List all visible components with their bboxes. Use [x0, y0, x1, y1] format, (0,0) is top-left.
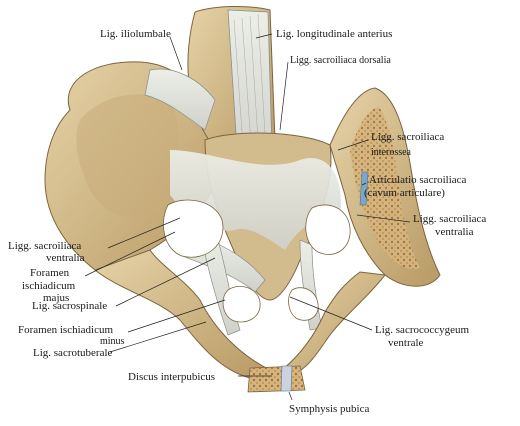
label-foramen-majus-2: ischiadicum — [22, 280, 76, 292]
label-ligg-sacroiliaca-dorsalia: Ligg. sacroiliaca dorsalia — [290, 55, 391, 66]
label-foramen-minus-2: minus — [100, 336, 125, 347]
left-ilium-shadow — [76, 94, 179, 218]
articular-cavity — [359, 171, 369, 206]
label-foramen-minus-1: Foramen ischiadicum — [18, 324, 113, 336]
label-ligg-ventralia-right-2: ventralia — [435, 226, 474, 238]
leader-lines — [84, 33, 411, 401]
foramen-ischiadicum-minus-right — [288, 287, 319, 321]
label-lig-sacrococcygeum-1: Lig. sacrococcygeum — [375, 324, 470, 336]
label-ligg-ventralia-right-1: Ligg. sacroiliaca — [413, 213, 486, 225]
label-foramen-majus-3: majus — [43, 292, 69, 304]
foramen-ischiadicum-majus — [163, 199, 224, 258]
label-lig-sacrospinale: Lig. sacrospinale — [32, 300, 107, 312]
label-lig-sacrotuberale: Lig. sacrotuberale — [33, 347, 113, 359]
label-articulatio-1: Articulatio sacroiliaca — [369, 174, 467, 186]
label-ligg-ventralia-left-1: Ligg. sacroiliaca — [8, 240, 81, 252]
lig-iliolumbale-band — [144, 68, 216, 131]
foramen-ischiadicum-minus — [222, 286, 261, 323]
label-discus-interpubicus: Discus interpubicus — [128, 371, 215, 383]
label-symphysis-pubica: Symphysis pubica — [289, 403, 369, 415]
right-ischium — [280, 271, 386, 373]
label-articulatio-2: (cavum articulare) — [364, 187, 445, 199]
label-lig-longitudinale-anterius: Lig. longitudinale anterius — [276, 28, 392, 40]
label-lig-iliolumbale: Lig. iliolumbale — [100, 28, 171, 40]
label-ligg-sacroiliaca-interossea-2: interossea — [371, 147, 412, 158]
label-foramen-majus-1: Foramen — [30, 267, 70, 279]
discus-interpubicus-shape — [280, 365, 293, 392]
right-ilium-cancellous — [350, 107, 420, 269]
label-lig-sacrococcygeum-2: ventrale — [388, 337, 424, 349]
label-ligg-sacroiliaca-interossea-1: Ligg. sacroiliaca — [371, 131, 444, 143]
label-ligg-ventralia-left-2: ventralia — [46, 252, 85, 264]
pubic-cut-section — [247, 365, 306, 393]
foramen-ischiadicum-majus-right — [305, 204, 351, 255]
